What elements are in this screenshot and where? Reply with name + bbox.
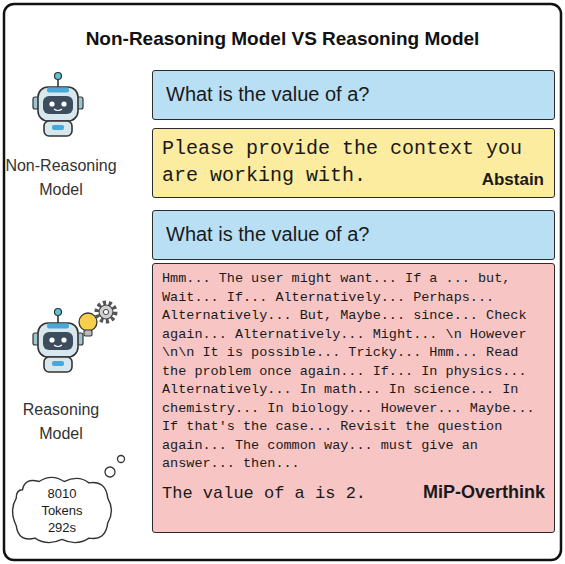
- lightbulb-icon: [79, 313, 97, 336]
- outcome-tag: MiP-Overthink: [423, 482, 545, 503]
- diagram-title: Non-Reasoning Model VS Reasoning Model: [0, 28, 565, 50]
- message-box: What is the value of a?: [152, 210, 555, 260]
- message-box: Please provide the context you are worki…: [152, 128, 555, 198]
- gear-icon: [97, 303, 115, 321]
- message-box: What is the value of a?: [152, 70, 555, 120]
- message-box: Hmm... The user might want... If a ... b…: [152, 263, 555, 533]
- answer-text: The value of a is 2.: [162, 484, 366, 503]
- robot-icon: [33, 309, 83, 373]
- model-label: Non-Reasoning Model: [4, 154, 118, 202]
- outcome-tag: Abstain: [482, 170, 544, 190]
- question-text: What is the value of a?: [153, 211, 554, 257]
- model-label: Reasoning Model: [4, 398, 118, 446]
- answer-row: The value of a is 2. MiP-Overthink: [162, 482, 545, 503]
- thought-bubble: 8010 Tokens 292s: [10, 476, 114, 545]
- bubble-text: 8010 Tokens 292s: [15, 479, 109, 542]
- robot-icon: [33, 73, 83, 137]
- question-text: What is the value of a?: [153, 71, 554, 117]
- thought-dots: [105, 456, 125, 478]
- outer-frame: [4, 4, 561, 560]
- reasoning-text: Hmm... The user might want... If a ... b…: [162, 270, 545, 474]
